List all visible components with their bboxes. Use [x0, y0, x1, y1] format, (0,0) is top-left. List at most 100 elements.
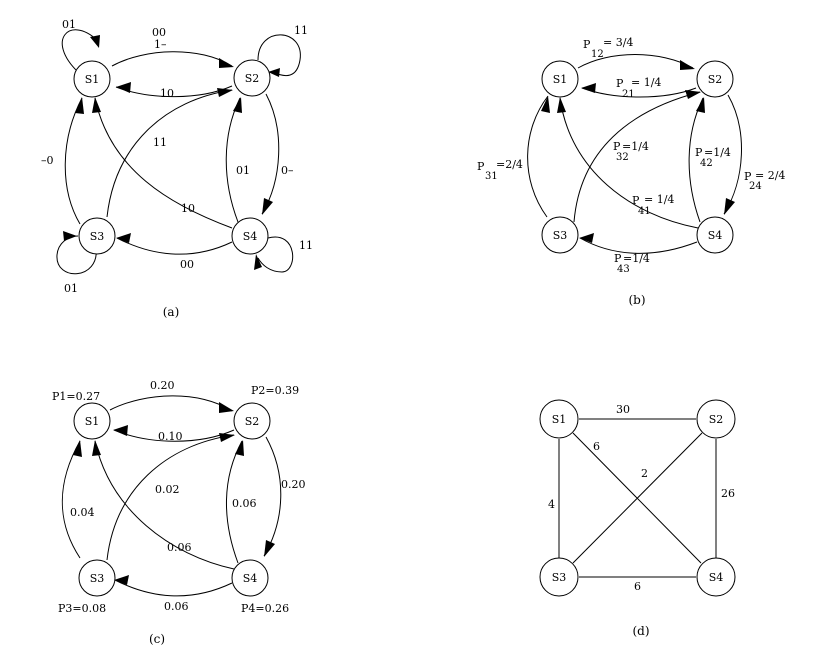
edge-a-s4-loop	[257, 236, 294, 273]
node-a-s3: S3	[78, 217, 116, 255]
node-d-s4: S4	[696, 557, 736, 597]
weight-d-s2-s4: 26	[721, 487, 735, 500]
label-a-s3-s1: –0	[41, 154, 54, 167]
label-a-s1-s2-top: 00	[152, 26, 166, 39]
label-main: P	[583, 38, 591, 51]
edge-b-s4-s1	[559, 97, 699, 229]
prob-c-p4: P4=0.26	[241, 602, 289, 615]
edge-a-s2-s4	[261, 93, 280, 215]
node-label: S2	[709, 413, 724, 426]
weight-d-s1-s4: 6	[593, 440, 600, 453]
arrowhead-a-s1-s2	[219, 58, 234, 68]
node-label: S2	[708, 73, 723, 86]
node-label: S4	[708, 229, 723, 242]
edge-c-s4-s3	[114, 579, 233, 597]
label-sub: 31	[485, 171, 498, 182]
edge-c-s3-s1	[61, 440, 81, 559]
node-b-s3: S3	[541, 216, 579, 254]
label-b-p32: P 32 =1/4	[613, 140, 649, 163]
node-label: S3	[90, 572, 105, 585]
label-main: P	[613, 140, 621, 153]
edge-a-s3-s1	[64, 97, 83, 225]
edge-c-s4-s1	[94, 440, 235, 570]
node-a-s4: S4	[231, 217, 269, 255]
label-value: = 2/4	[755, 169, 785, 182]
arrowhead-a-s4-s2	[233, 97, 242, 113]
node-label: S1	[553, 73, 568, 86]
label-a-loop-s1: 01	[62, 18, 76, 31]
label-c-s2-s1: 0.10	[158, 430, 183, 443]
label-sub: 41	[638, 206, 651, 217]
weight-d-s1-s3: 4	[548, 498, 555, 511]
arrowhead-c-s4-s3	[114, 575, 129, 585]
label-main: P	[632, 194, 640, 207]
label-main: P	[695, 146, 703, 159]
node-label: S2	[245, 415, 260, 428]
arrowhead-c-s3-s2	[219, 433, 235, 442]
arrowhead-b-s3-s2	[685, 90, 701, 99]
edge-a-s4-s3	[116, 237, 233, 255]
label-main: P	[614, 252, 622, 265]
label-a-s2-s1: 10	[160, 87, 174, 100]
edge-b-s2-s1	[581, 87, 697, 98]
node-d-s3: S3	[539, 557, 579, 597]
node-label: S1	[85, 415, 100, 428]
arrowhead-a-s2-loop	[268, 68, 280, 77]
label-c-s4-s3: 0.06	[164, 600, 189, 613]
label-sub: 42	[700, 158, 713, 169]
edge-c-s1-s2	[109, 395, 233, 412]
label-sub: 24	[749, 181, 762, 192]
label-sub: 12	[591, 49, 604, 60]
label-a-s1-s2-bottom: 1–	[154, 38, 167, 51]
node-d-s2: S2	[696, 399, 736, 439]
caption-c: (c)	[149, 632, 165, 646]
arrowhead-c-s2-s1	[113, 425, 128, 436]
arrowhead-b-s3-s1	[541, 96, 550, 113]
node-label: S3	[553, 229, 568, 242]
label-b-p31: P 31 =2/4	[477, 158, 523, 182]
caption-a: (a)	[163, 305, 180, 319]
arrowhead-a-s3-s2	[217, 88, 233, 97]
label-main: P	[744, 170, 752, 183]
label-a-s4-s2: 01	[236, 164, 250, 177]
label-b-p24: P 24 = 2/4	[744, 169, 785, 192]
node-label: S4	[243, 572, 258, 585]
arrowhead-a-s4-loop	[254, 254, 262, 270]
label-c-s2-s4: 0.20	[281, 478, 306, 491]
caption-b: (b)	[628, 293, 645, 307]
node-label: S3	[90, 230, 105, 243]
arrowhead-b-s4-s1	[557, 97, 566, 113]
label-a-s3-s2: 11	[153, 136, 167, 149]
label-value: =1/4	[623, 252, 650, 265]
arrowhead-a-s1-loop	[90, 35, 100, 48]
prob-c-p2: P2=0.39	[251, 384, 299, 397]
label-sub: 43	[617, 264, 630, 275]
edge-a-s2-loop	[257, 34, 301, 77]
node-a-s1: S1	[73, 60, 111, 98]
prob-c-p1: P1=0.27	[52, 390, 100, 403]
edge-a-s3-s2	[106, 89, 233, 218]
label-value: =1/4	[704, 146, 731, 159]
node-d-s1: S1	[539, 399, 579, 439]
panel-b: S1 S2 S3 S4 P 12 = 3/4 P 21 = 1/4 P 31 =…	[477, 36, 785, 307]
panel-c: S1 S2 S3 S4 P1=0.27 P2=0.39 P3=0.08 P4=0…	[52, 379, 306, 646]
label-value: =1/4	[622, 140, 649, 153]
node-c-s4: S4	[231, 559, 269, 597]
arrowhead-c-s4-s2	[235, 440, 244, 456]
label-value: = 1/4	[644, 193, 674, 206]
label-b-p21: P 21 = 1/4	[616, 76, 661, 100]
arrowhead-b-s4-s3	[579, 233, 594, 243]
node-b-s4: S4	[696, 216, 734, 254]
node-b-s2: S2	[696, 60, 734, 98]
edge-c-s2-s4	[263, 436, 282, 557]
arrowhead-b-s2-s1	[581, 83, 596, 93]
label-a-s4-s1: 10	[181, 202, 195, 215]
label-main: P	[616, 77, 624, 90]
node-label: S1	[552, 413, 567, 426]
edge-a-s1-loop	[61, 29, 98, 73]
edge-a-s4-s2	[225, 97, 241, 223]
label-value: =2/4	[496, 158, 523, 171]
arrowhead-c-s1-s2	[219, 402, 234, 413]
label-b-p41: P 41 = 1/4	[632, 193, 674, 217]
